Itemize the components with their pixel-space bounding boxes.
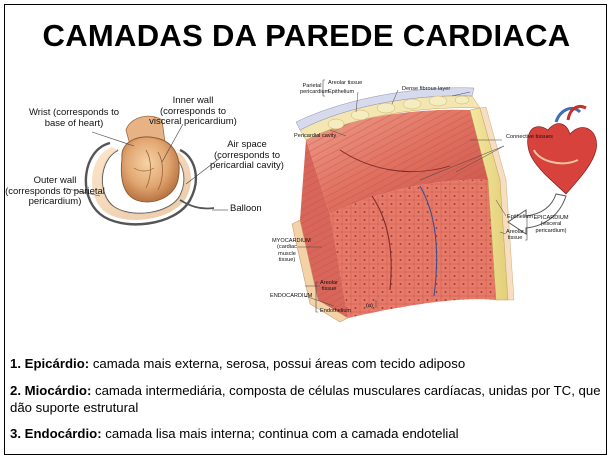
term-endocardio: 3. Endocárdio: <box>10 426 102 441</box>
label-pericardial-cavity: Pericardial cavity <box>294 133 337 139</box>
label-endothelium: Endothelium <box>320 308 352 314</box>
list-item-epicardio: 1. Epicárdio: camada mais externa, seros… <box>10 356 605 373</box>
label-outer-wall: Outer wall (corresponds to parietal peri… <box>5 175 105 207</box>
label-endocardium: ENDOCARDIUM <box>270 293 313 299</box>
label-areolar-tissue-bottom: Areolar tissue <box>319 280 339 293</box>
label-areolar-tissue-top: Areolar tissue <box>328 80 363 86</box>
term-epicardio: 1. Epicárdio: <box>10 356 90 371</box>
label-connective-tissues: Connective tissues <box>506 134 553 140</box>
label-wrist: Wrist (corresponds to base of heart) <box>28 107 120 129</box>
list-item-endocardio: 3. Endocárdio: camada lisa mais interna;… <box>10 426 605 443</box>
label-dense-fibrous-layer: Dense fibrous layer <box>402 86 451 92</box>
label-epithelium-right: Epithelium <box>507 214 534 220</box>
label-areolar-tissue-right: Areolar tissue <box>505 229 525 242</box>
desc-epicardio: camada mais externa, serosa, possui área… <box>89 356 466 371</box>
slide-title: CAMADAS DA PAREDE CARDIACA <box>42 18 571 53</box>
label-balloon: Balloon <box>230 203 262 214</box>
desc-miocardio: camada intermediária, composta de célula… <box>10 383 601 415</box>
label-myocardium: MYOCARDIUM (cardiac muscle tissue) <box>272 238 311 263</box>
label-epithelium-top: Epithelium <box>328 89 355 95</box>
term-miocardio: 2. Miocárdio: <box>10 383 92 398</box>
label-inner-wall: Inner wall (corresponds to visceral peri… <box>149 95 237 127</box>
label-figure-letter: (a) <box>366 303 373 309</box>
label-air-space: Air space (corresponds to pericardial ca… <box>210 139 284 171</box>
label-epicardium: EPICARDIUM (visceral pericardium) <box>533 215 569 234</box>
slide-frame <box>4 4 607 455</box>
list-item-miocardio: 2. Miocárdio: camada intermediária, comp… <box>10 383 605 416</box>
label-parietal-pericardium: Parietal pericardium <box>300 83 330 96</box>
desc-endocardio: camada lisa mais interna; continua com a… <box>101 426 459 441</box>
